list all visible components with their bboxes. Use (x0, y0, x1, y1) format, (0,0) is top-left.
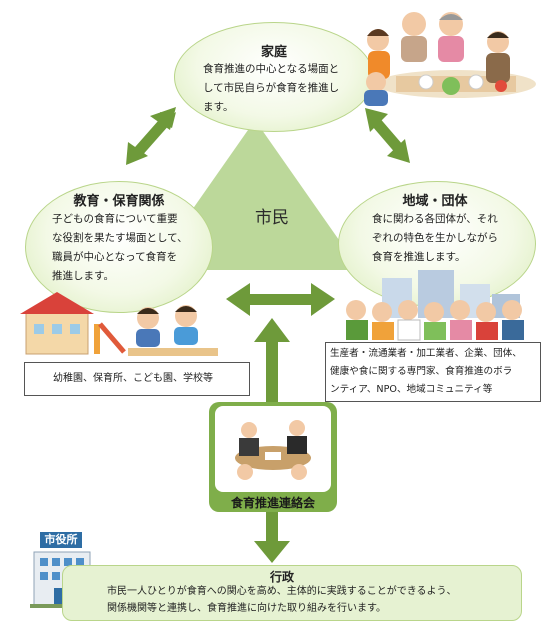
arrow-education-community (226, 283, 335, 316)
home-title: 家庭 (260, 45, 287, 60)
family-dining-illustration (364, 12, 536, 106)
arrow-home-community (365, 108, 410, 163)
government-box (62, 565, 522, 621)
education-institutions-box: 幼稚園、保育所、こども園、学校等 (24, 362, 250, 396)
school-children-illustration (20, 292, 218, 356)
arrow-council-government (254, 512, 290, 563)
community-text: 食に関わる各団体が、それ ぞれの特色を生かしながら 食育を推進します。 (372, 213, 498, 263)
arrow-council-citizen (254, 318, 290, 402)
government-title: 行政 (269, 570, 294, 584)
government-text: 市民一人ひとりが食育への関心を高め、主体的に実践することができるよう、 関係機関… (107, 586, 457, 614)
community-members-box: 生産者・流通業者・加工業者、企業、団体、 健康や食に関する専門家、食育推進のボラ… (325, 342, 541, 402)
city-hall-sign: 市役所 (40, 532, 82, 548)
meeting-illustration (235, 420, 311, 480)
council-label: 食育推進連絡会 (230, 496, 315, 510)
home-bubble (174, 22, 374, 132)
home-text: 食育推進の中心となる場面と して市民自らが食育を推進し ます。 (203, 63, 340, 113)
education-text: 子どもの食育について重要 な役割を果たす場面として、 職員が中心となって食育を … (52, 213, 188, 282)
community-title: 地域・団体 (402, 194, 468, 209)
education-bubble (25, 181, 213, 313)
education-title: 教育・保育関係 (73, 194, 165, 209)
citizen-label: 市民 (255, 208, 289, 228)
arrow-home-education (126, 107, 176, 165)
community-crowd-illustration (346, 270, 524, 341)
